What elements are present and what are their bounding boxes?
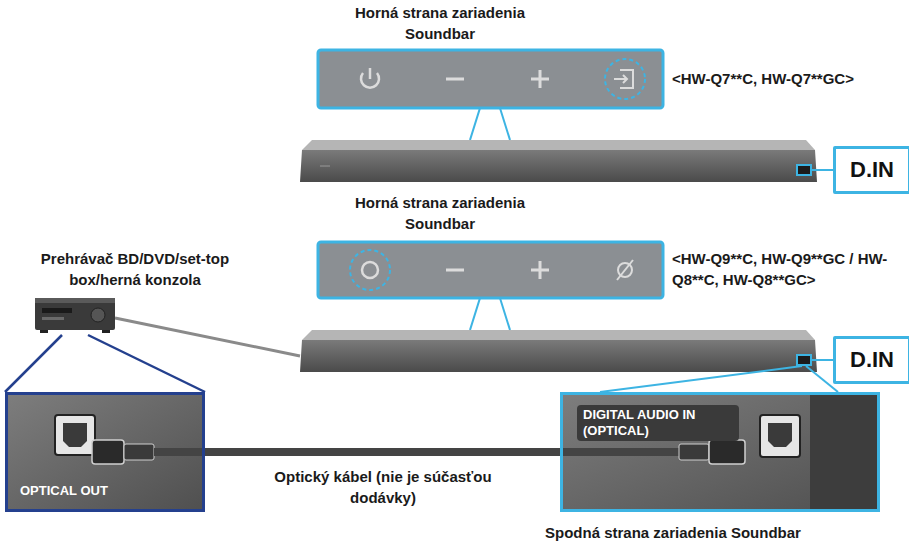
box-text: D.IN — [850, 347, 894, 373]
model-label: <HW-Q7**C, HW-Q7**GC> — [672, 68, 904, 89]
port-callout: D.IN — [833, 336, 909, 384]
optical-out-panel — [8, 395, 205, 509]
optical-cable — [205, 448, 560, 456]
control-panel — [318, 242, 663, 330]
box-text: D.IN — [850, 157, 894, 183]
soundbar — [300, 140, 833, 182]
port-callout-box: OPTICAL OUT — [5, 392, 205, 512]
box-text: OPTICAL OUT — [20, 483, 108, 499]
digital-in-panel — [559, 395, 877, 509]
soundbar — [300, 330, 838, 392]
player-device — [5, 298, 300, 392]
view-heading: Spodná strana zariadenia Soundbar — [545, 522, 875, 543]
view-heading: Horná strana zariadenia Soundbar — [335, 192, 545, 234]
box-text: DIGITAL AUDIO IN (OPTICAL) — [577, 405, 739, 441]
view-heading: Horná strana zariadenia Soundbar — [335, 2, 545, 44]
port-callout: D.IN — [833, 146, 909, 194]
control-panel — [318, 50, 663, 140]
device-label: Prehrávač BD/DVD/set-top box/herná konzo… — [5, 248, 265, 290]
cable-label: Optický kábel (nie je súčasťou dodávky) — [273, 466, 493, 508]
port-callout-box: DIGITAL AUDIO IN (OPTICAL) — [560, 392, 880, 512]
model-label: <HW-Q9**C, HW-Q9**GC / HW-Q8**C, HW-Q8**… — [672, 248, 904, 290]
